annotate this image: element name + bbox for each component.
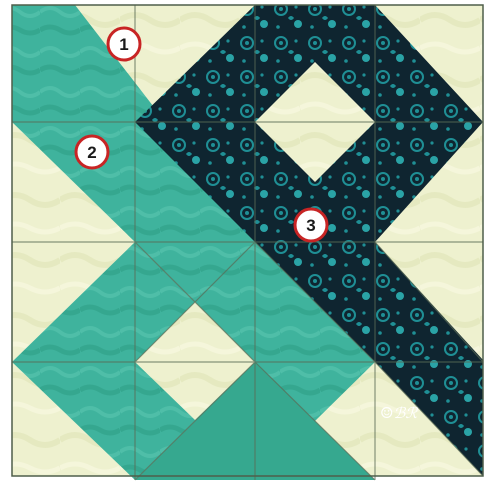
marker-1: 1	[108, 28, 140, 60]
marker-2: 2	[76, 136, 108, 168]
marker-1-label: 1	[119, 35, 128, 54]
marker-3-label: 3	[306, 216, 315, 235]
marker-3: 3	[295, 209, 327, 241]
designer-signature: ☺ℬℛ	[380, 404, 418, 422]
marker-2-label: 2	[87, 143, 96, 162]
